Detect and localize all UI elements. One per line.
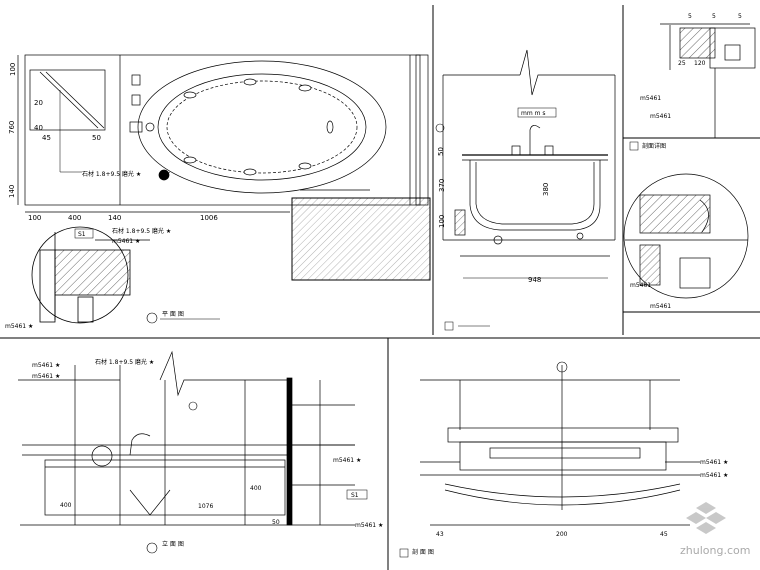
- watermark-site: zhulong.com: [680, 544, 750, 557]
- dim-v-3: 140: [8, 185, 16, 198]
- sec-dim-1: 50: [437, 147, 445, 156]
- plan-caption-text: 平 面 图: [162, 311, 184, 318]
- bsec-right-note-1: m5461 ★: [700, 459, 728, 466]
- side-note-2: m5461: [650, 113, 671, 120]
- faucet-elevation-icon: [129, 433, 151, 456]
- elev-section-tag: S1: [351, 492, 359, 499]
- elev-caption: 立 面 图: [162, 540, 184, 548]
- elev-left-note-2: m5461 ★: [32, 373, 60, 380]
- section-tag: mm m s: [521, 110, 545, 117]
- plan-caption: 平 面 图: [146, 311, 220, 324]
- dim-h-4: 1006: [200, 214, 218, 222]
- bsec-right-note-2: m5461 ★: [700, 472, 728, 479]
- small-label-3: 45: [42, 134, 51, 142]
- faucet-section-icon: [511, 125, 554, 156]
- detail-view-panel: [623, 23, 756, 299]
- elevation-text: m5461 ★ m5461 ★ 石材 1.8+9.5 磨光 ★ m5461 ★ …: [32, 358, 383, 554]
- elevation-view-panel: [18, 350, 355, 526]
- sec-dim-bottom: 948: [528, 276, 541, 284]
- dim-h-2: 400: [68, 214, 81, 222]
- section-mark: S1: [78, 231, 86, 238]
- dim-h-3: 140: [108, 214, 121, 222]
- detail-circle-right: [623, 173, 749, 299]
- side-note-1: m5461: [640, 95, 661, 102]
- elev-dim-2: 1076: [198, 503, 213, 510]
- bathtub-outer: [137, 60, 387, 194]
- elev-right-note-1: m5461 ★: [333, 457, 361, 464]
- zhulong-logo-icon: zhulong.com: [680, 502, 750, 557]
- plan-dims: 100 760 140 100 400 140 1006 20 40 45 50…: [8, 63, 218, 222]
- elevation-marker-icon: [188, 401, 198, 411]
- detail-right-text: 5 5 5 25 120 m5461 m5461 m5461 m5461 剖面详…: [629, 13, 742, 310]
- dim-v-2: 760: [8, 121, 16, 134]
- bathtub-inner: [157, 73, 367, 181]
- top-dim-3: 5: [738, 13, 742, 20]
- dim-v-1: 100: [9, 63, 17, 76]
- top-dim-1: 5: [688, 13, 692, 20]
- elev-leader-note: 石材 1.8+9.5 磨光 ★: [95, 358, 154, 366]
- leader-note: 石材 1.8+9.5 磨光 ★: [82, 170, 141, 178]
- side-note-4: m5461: [650, 303, 671, 310]
- wall-marker-icon: [435, 123, 445, 133]
- tub-section: [469, 160, 601, 231]
- sec-dim-3: 100: [438, 215, 446, 228]
- bottom-section-panel: [420, 365, 700, 526]
- box-caption: 剖面详图: [642, 142, 666, 150]
- elev-left-note-1: m5461 ★: [32, 362, 60, 369]
- bsec-dim-1: 43: [436, 531, 444, 538]
- bottom-section-marker-icon: [556, 361, 568, 373]
- section-caption-box: [444, 321, 490, 331]
- sec-dim-4: 380: [542, 183, 550, 196]
- elev-dim-1: 400: [60, 502, 72, 509]
- bsec-dim-2: 200: [556, 531, 568, 538]
- detail-plan-text: S1 石材 1.8+9.5 磨光 ★ m5461 ★ m5461 ★: [5, 227, 171, 330]
- side-note-3: m5461: [630, 282, 651, 289]
- side-dim-2: 120: [694, 60, 706, 67]
- sheet-dividers: [0, 5, 760, 570]
- jet-icons: [183, 78, 334, 176]
- bottom-section-text: 43 200 45 m5461 ★ m5461 ★ 剖 面 图: [399, 459, 728, 558]
- section-view-panel: [442, 49, 616, 257]
- watermark: zhulong.com: [676, 500, 760, 560]
- small-label-2: 40: [34, 124, 43, 132]
- section-labels: mm m s 50 370 100 380 948: [437, 107, 608, 284]
- small-label-1: 20: [34, 99, 43, 107]
- detail-circle-plan: [31, 226, 150, 324]
- drain-curve: [444, 489, 681, 506]
- elev-dim-4: 50: [272, 519, 280, 526]
- bsec-caption: 剖 面 图: [412, 548, 434, 556]
- left-note: m5461 ★: [5, 323, 33, 330]
- plan-leaders: [59, 90, 171, 176]
- sec-dim-2: 370: [438, 179, 446, 192]
- plan-view-panel: [17, 54, 431, 281]
- faucet-icon: [129, 74, 170, 181]
- small-label-4: 50: [92, 134, 101, 142]
- detail-note-1: 石材 1.8+9.5 磨光 ★: [112, 227, 171, 235]
- detail-note-2: m5461 ★: [112, 238, 140, 245]
- top-dim-2: 5: [712, 13, 716, 20]
- elev-right-note-2: m5461 ★: [355, 522, 383, 529]
- side-dim-1: 25: [678, 60, 686, 67]
- elev-dim-3: 400: [250, 485, 262, 492]
- dim-h-1: 100: [28, 214, 41, 222]
- bsec-dim-3: 45: [660, 531, 668, 538]
